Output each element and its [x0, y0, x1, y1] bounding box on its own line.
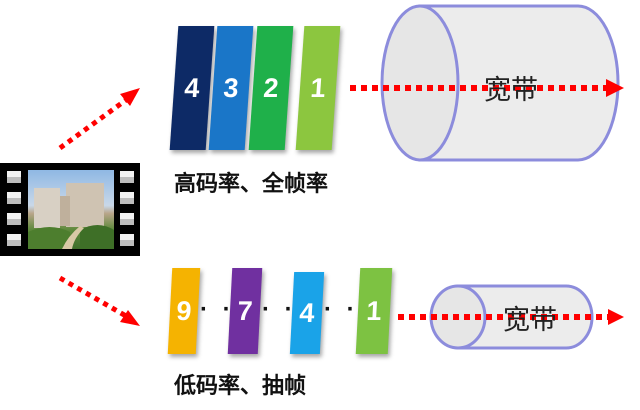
frame-number: 7 — [236, 295, 254, 326]
low-stream-caption: 低码率、抽帧 — [174, 374, 307, 399]
frame-number: 4 — [298, 297, 316, 328]
arrow-up-right-icon — [58, 88, 140, 151]
frame-number: 9 — [175, 295, 193, 326]
high-stream-caption: 高码率、全帧率 — [174, 172, 329, 197]
frame-low-4: 4 — [289, 272, 325, 354]
frame-gap-dots: · · — [324, 296, 359, 323]
frame-low-1: 1 — [355, 268, 393, 354]
frame-number: 1 — [365, 295, 383, 326]
broadband-pipe-large — [380, 4, 620, 162]
frame-number: 1 — [309, 72, 327, 103]
frame-number: 2 — [262, 72, 280, 103]
arrow-right-bottom-icon — [398, 309, 624, 325]
frame-gap-dots: · · — [200, 296, 235, 323]
frame-low-9: 9 — [167, 268, 201, 354]
low-pipe-label: 宽带 — [503, 305, 557, 336]
high-pipe-label: 宽带 — [484, 75, 538, 106]
arrow-right-top-icon — [350, 79, 624, 97]
frame-number: 4 — [183, 72, 201, 103]
frame-number: 3 — [222, 72, 240, 103]
frame-low-7: 7 — [227, 268, 263, 354]
film-strip-icon — [0, 163, 140, 256]
arrow-down-right-icon — [58, 275, 140, 326]
frame-gap-dots: · · — [262, 296, 297, 323]
